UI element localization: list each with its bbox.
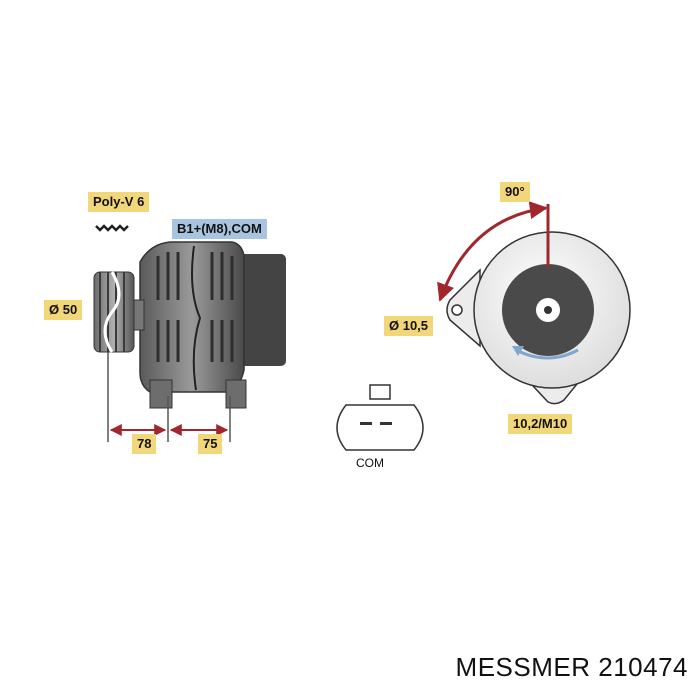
dimension-75-label: 75 xyxy=(198,434,223,454)
angle-arc xyxy=(437,201,548,302)
connector-label: B1+(M8),COM xyxy=(172,219,267,239)
pulley xyxy=(93,271,135,353)
dimension-78-label: 78 xyxy=(132,434,157,454)
cooling-fins xyxy=(156,252,234,362)
angle-label: 90° xyxy=(500,182,530,202)
poly-v-label: Poly-V 6 xyxy=(88,192,150,212)
dimension-lines xyxy=(107,352,231,442)
hole-diameter-label: Ø 10,5 xyxy=(384,316,434,336)
mount-foot-rear xyxy=(225,379,247,409)
pulley-groove-icon xyxy=(95,224,129,232)
side-view xyxy=(93,224,286,442)
mount-foot-front xyxy=(149,379,173,409)
mount-thread-label: 10,2/M10 xyxy=(508,414,573,434)
front-view xyxy=(437,201,631,405)
product-title: MESSMER 210474 xyxy=(455,652,688,682)
rear-housing xyxy=(232,254,286,366)
stator-body xyxy=(139,241,245,393)
rotation-arrow xyxy=(515,348,579,360)
diameter-label: Ø 50 xyxy=(44,300,83,320)
connector-plug xyxy=(336,384,424,451)
plug-label: COM xyxy=(356,456,384,470)
